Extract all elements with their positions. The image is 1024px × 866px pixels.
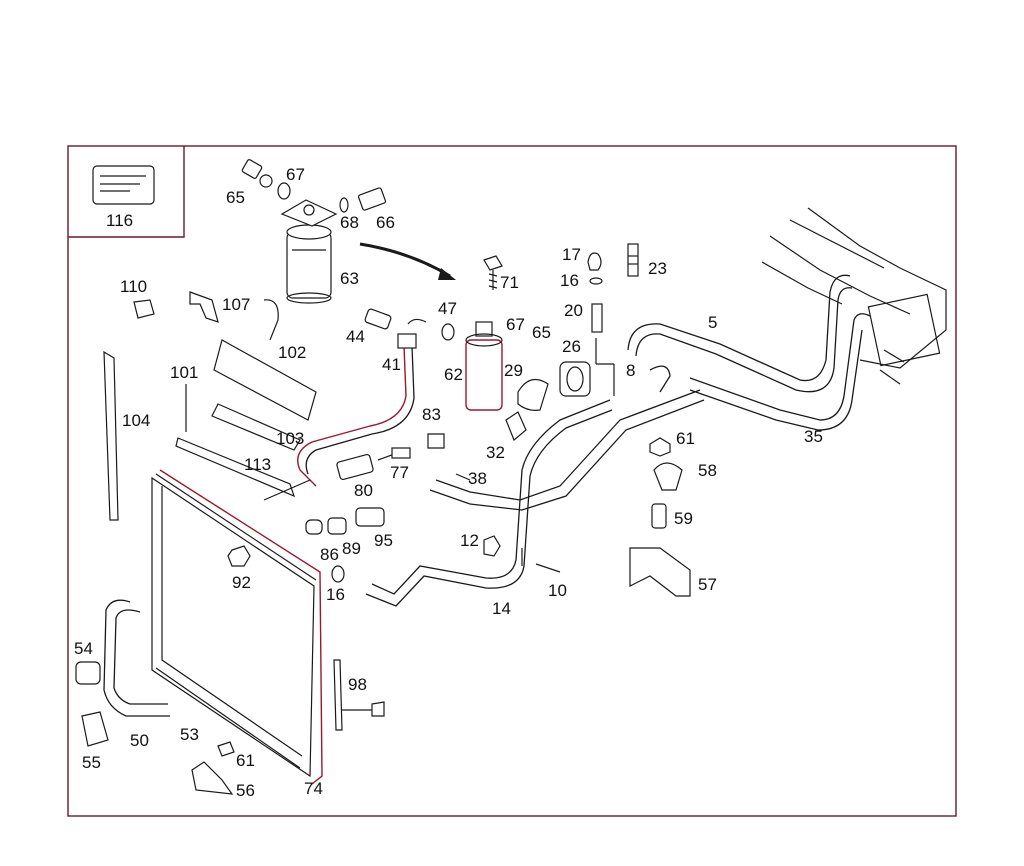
label-16: 16 [560, 271, 579, 290]
label-38: 38 [468, 469, 487, 488]
label-55: 55 [82, 753, 101, 772]
evaporator-housing-icon [761, 207, 947, 385]
label-67b: 67 [506, 315, 525, 334]
label-61: 61 [676, 429, 695, 448]
label-86: 86 [320, 545, 339, 564]
label-104: 104 [122, 411, 150, 430]
diagram-frame [67, 145, 957, 817]
label-59: 59 [674, 509, 693, 528]
fitting-80-icon [336, 433, 445, 481]
label-107: 107 [222, 295, 250, 314]
label-110: 110 [120, 277, 147, 296]
label-68: 68 [340, 213, 359, 232]
label-5: 5 [708, 313, 717, 332]
label-8: 8 [626, 361, 635, 380]
label-53: 53 [180, 725, 199, 744]
label-29: 29 [504, 361, 523, 380]
condenser-icon [151, 469, 323, 785]
label-65b: 65 [532, 323, 551, 342]
label-103: 103 [276, 429, 304, 448]
label-80: 80 [354, 481, 373, 500]
pressure-switch-icon [241, 159, 387, 213]
clip-107-icon [189, 291, 219, 323]
hose-5-icon [627, 274, 871, 431]
label-71: 71 [500, 273, 519, 292]
label-77: 77 [390, 463, 409, 482]
part-labels: 116 65 67 68 66 63 110 107 102 44 41 47 … [74, 165, 823, 800]
label-56: 56 [236, 781, 255, 800]
label-54: 54 [74, 639, 93, 658]
receiver-drier-icon [280, 199, 338, 304]
label-32: 32 [486, 443, 505, 462]
side-brace-icon [103, 339, 317, 521]
label-50: 50 [130, 731, 149, 750]
label-58: 58 [698, 461, 717, 480]
label-10: 10 [548, 581, 567, 600]
label-41: 41 [382, 355, 401, 374]
label-62: 62 [444, 365, 463, 384]
label-102: 102 [278, 343, 306, 362]
wire-107-icon [263, 299, 279, 341]
clamp-26-icon [505, 361, 591, 441]
bracket-98-icon [333, 659, 385, 731]
label-12: 12 [460, 531, 479, 550]
label-113: 113 [244, 455, 271, 474]
label-plate-icon [92, 165, 155, 205]
valve-cap-icon [587, 243, 639, 333]
label-116: 116 [106, 211, 133, 230]
label-101: 101 [170, 363, 198, 382]
label-92: 92 [232, 573, 251, 592]
label-61b: 61 [236, 751, 255, 770]
label-65: 65 [226, 188, 245, 207]
hose-41-icon [297, 333, 417, 487]
label-66: 66 [376, 213, 395, 232]
label-89: 89 [342, 539, 361, 558]
label-23: 23 [648, 259, 667, 278]
bolt-icon [483, 255, 503, 290]
bolt-110-icon [133, 299, 155, 319]
fitting-44-icon [364, 308, 455, 341]
direction-arrow-icon [359, 242, 451, 278]
bracket-parts-icon [629, 437, 691, 597]
small-fittings-icon [227, 507, 561, 583]
label-47: 47 [438, 299, 457, 318]
label-67: 67 [286, 165, 305, 184]
leader-lines [185, 338, 615, 566]
label-26: 26 [562, 337, 581, 356]
label-35: 35 [804, 427, 823, 446]
label-95: 95 [374, 531, 393, 550]
label-83: 83 [422, 405, 441, 424]
hose-50-icon [75, 599, 235, 795]
label-20: 20 [564, 301, 583, 320]
label-74: 74 [304, 779, 323, 798]
label-44: 44 [346, 327, 365, 346]
label-14: 14 [492, 599, 511, 618]
receiver-drier-2-icon [465, 321, 503, 411]
label-16b: 16 [326, 585, 345, 604]
hose-lines-icon [365, 389, 705, 607]
label-57: 57 [698, 575, 717, 594]
label-63: 63 [340, 269, 359, 288]
label-98: 98 [348, 675, 367, 694]
legend-box [68, 146, 185, 238]
label-17: 17 [562, 245, 581, 264]
